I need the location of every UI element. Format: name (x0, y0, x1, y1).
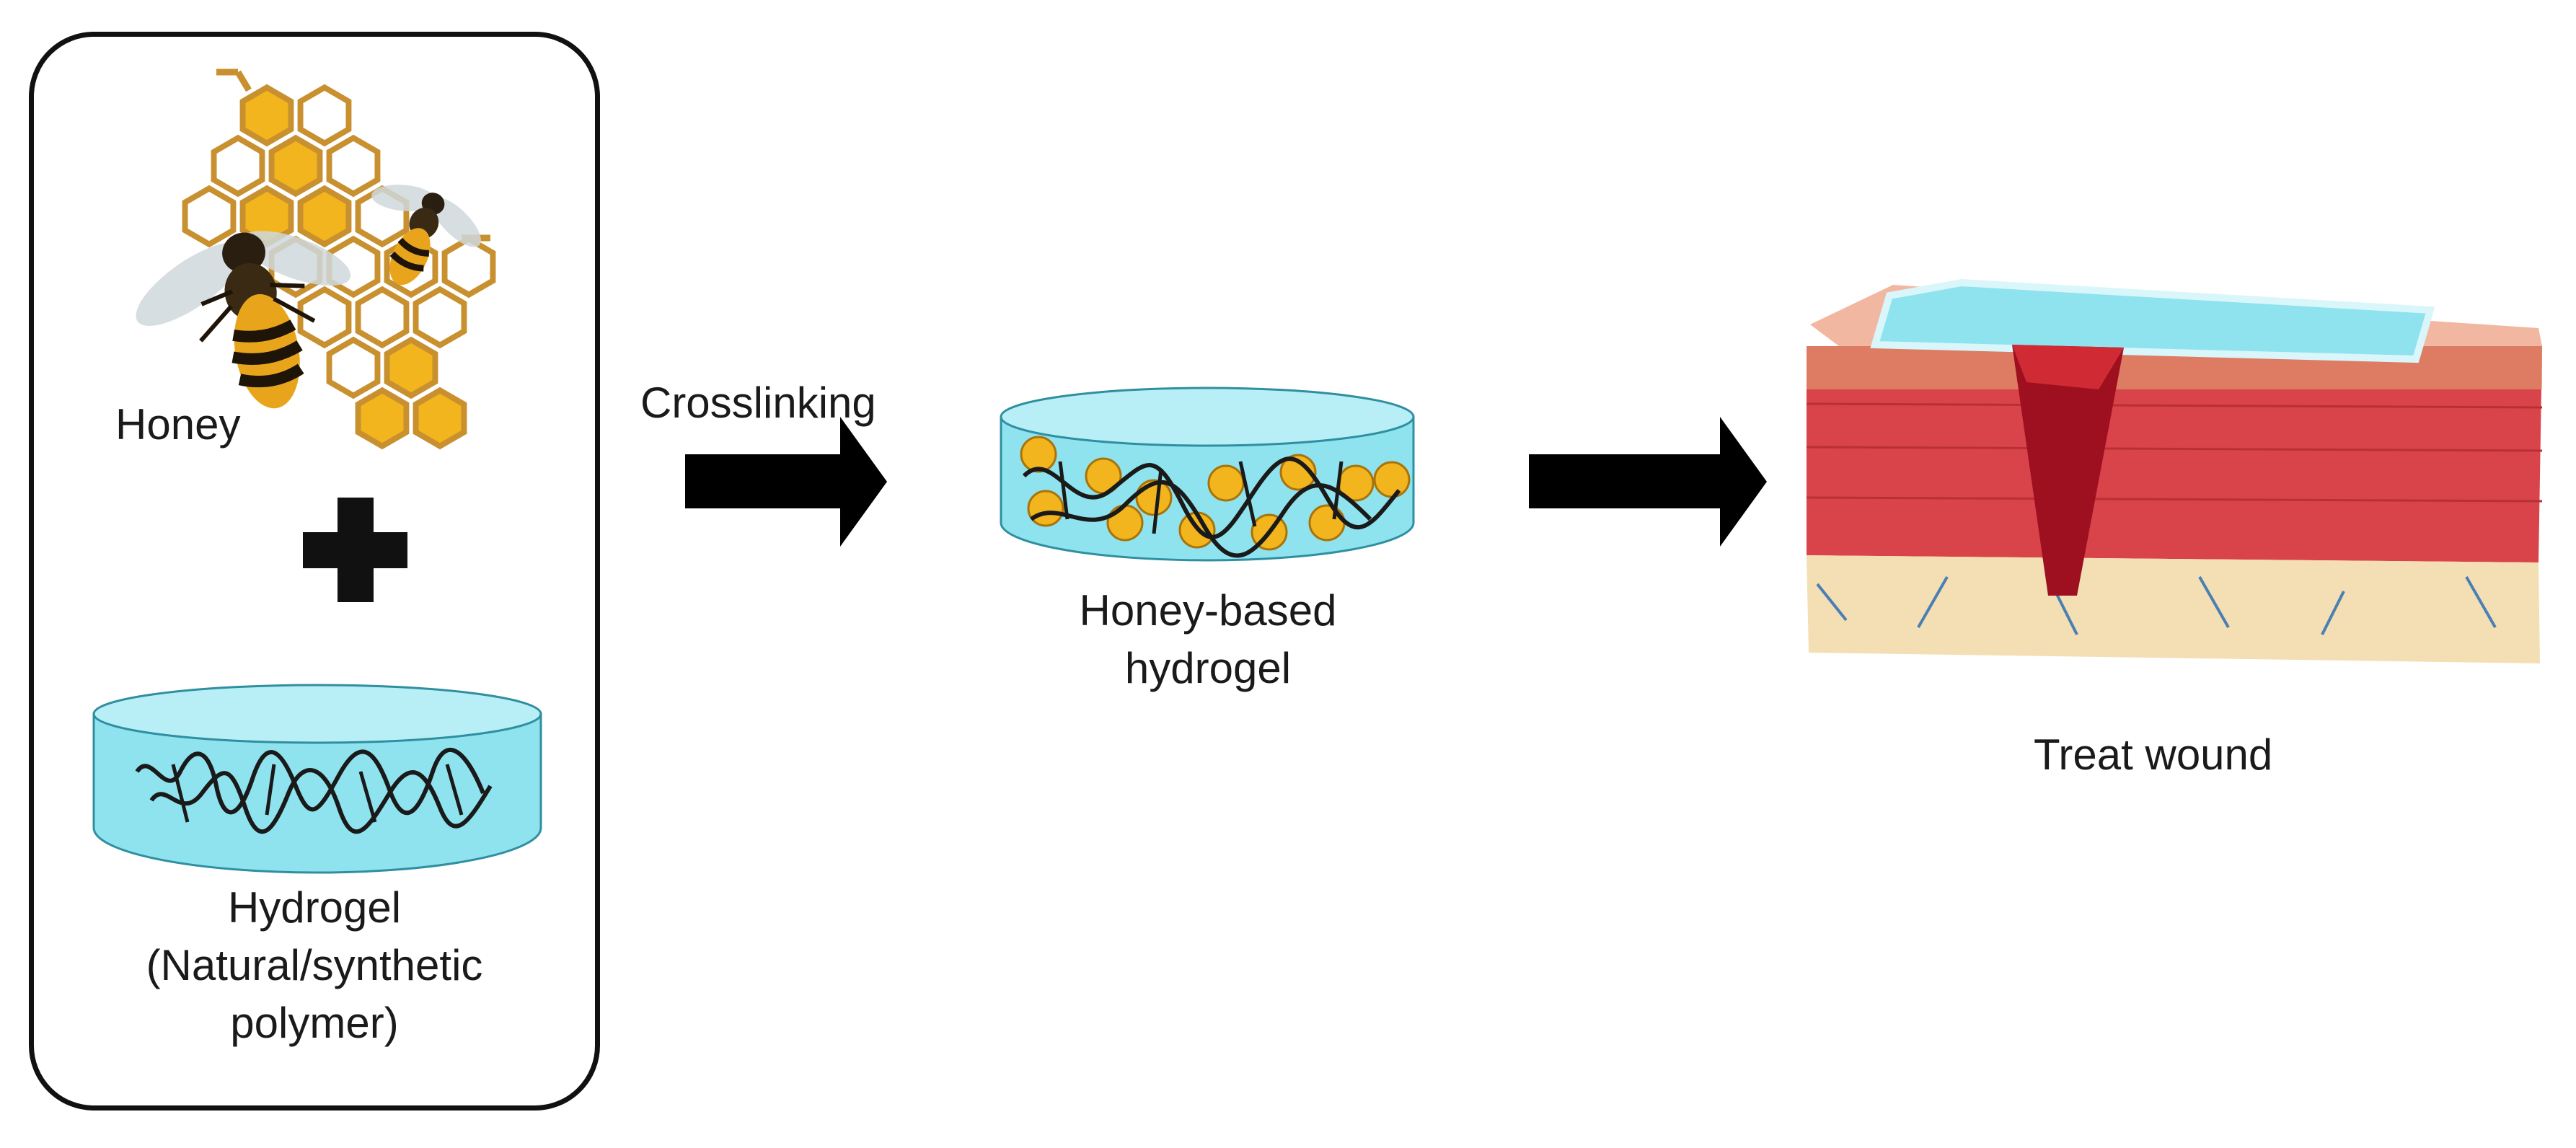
hydrogel-label-line3: polymer) (230, 999, 399, 1047)
hydrogel-label-line2: (Natural/synthetic (146, 941, 483, 989)
treat-wound-label: Treat wound (2034, 730, 2273, 779)
honey-based-label-line1: Honey-based (1079, 586, 1337, 635)
hydrogel-label-line1: Hydrogel (227, 883, 402, 932)
honey-label: Honey (115, 400, 241, 449)
ingredients-box (29, 32, 600, 1111)
honey-based-label-line2: hydrogel (1124, 644, 1292, 692)
crosslinking-label: Crosslinking (640, 379, 876, 427)
